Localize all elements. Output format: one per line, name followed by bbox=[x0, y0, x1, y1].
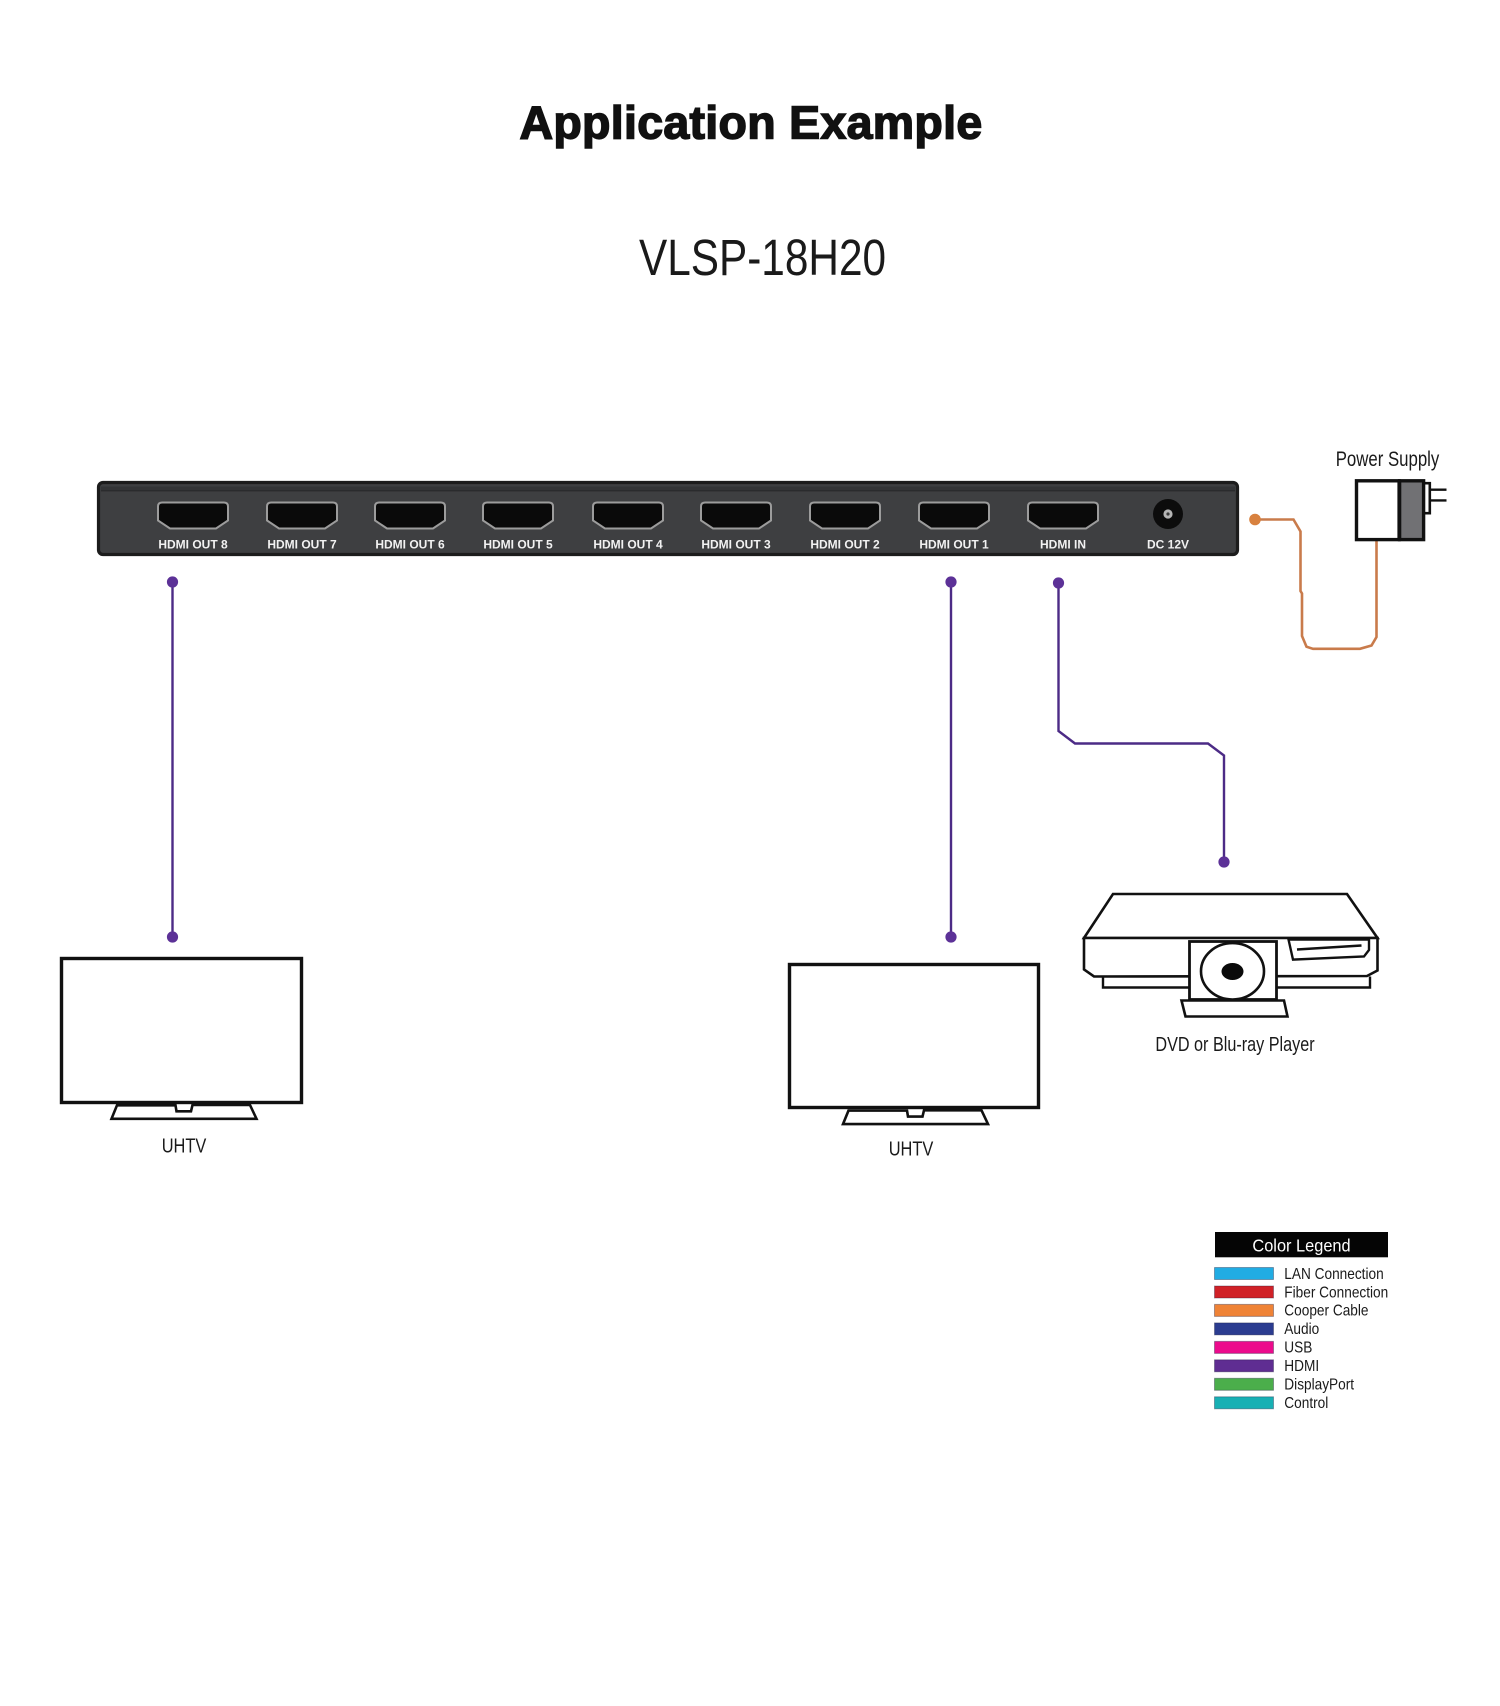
svg-text:Color Legend: Color Legend bbox=[1252, 1235, 1350, 1256]
svg-text:HDMI OUT 7: HDMI OUT 7 bbox=[267, 538, 337, 552]
svg-text:UHTV: UHTV bbox=[162, 1134, 207, 1157]
svg-text:HDMI OUT 4: HDMI OUT 4 bbox=[593, 538, 663, 552]
svg-text:VLSP-18H20: VLSP-18H20 bbox=[639, 229, 886, 286]
svg-text:Fiber Connection: Fiber Connection bbox=[1284, 1284, 1388, 1301]
svg-text:Audio: Audio bbox=[1284, 1321, 1319, 1338]
svg-text:LAN Connection: LAN Connection bbox=[1284, 1266, 1383, 1283]
svg-text:HDMI OUT 3: HDMI OUT 3 bbox=[701, 538, 771, 552]
svg-text:UHTV: UHTV bbox=[889, 1137, 934, 1160]
svg-text:HDMI OUT 8: HDMI OUT 8 bbox=[158, 538, 228, 552]
svg-text:DisplayPort: DisplayPort bbox=[1284, 1377, 1354, 1394]
svg-text:HDMI: HDMI bbox=[1284, 1358, 1319, 1375]
svg-text:HDMI OUT 5: HDMI OUT 5 bbox=[483, 538, 553, 552]
svg-text:Control: Control bbox=[1284, 1395, 1328, 1412]
svg-text:Cooper Cable: Cooper Cable bbox=[1284, 1303, 1368, 1320]
svg-text:HDMI OUT 1: HDMI OUT 1 bbox=[919, 538, 989, 552]
svg-text:DC 12V: DC 12V bbox=[1147, 538, 1189, 552]
svg-text:Power Supply: Power Supply bbox=[1336, 448, 1440, 471]
svg-text:Application Example: Application Example bbox=[519, 97, 982, 149]
svg-text:USB: USB bbox=[1284, 1340, 1312, 1357]
svg-text:DVD or Blu-ray Player: DVD or Blu-ray Player bbox=[1155, 1033, 1314, 1055]
svg-text:HDMI OUT 6: HDMI OUT 6 bbox=[375, 538, 445, 552]
svg-text:HDMI IN: HDMI IN bbox=[1040, 538, 1086, 552]
svg-text:HDMI OUT 2: HDMI OUT 2 bbox=[810, 538, 880, 552]
